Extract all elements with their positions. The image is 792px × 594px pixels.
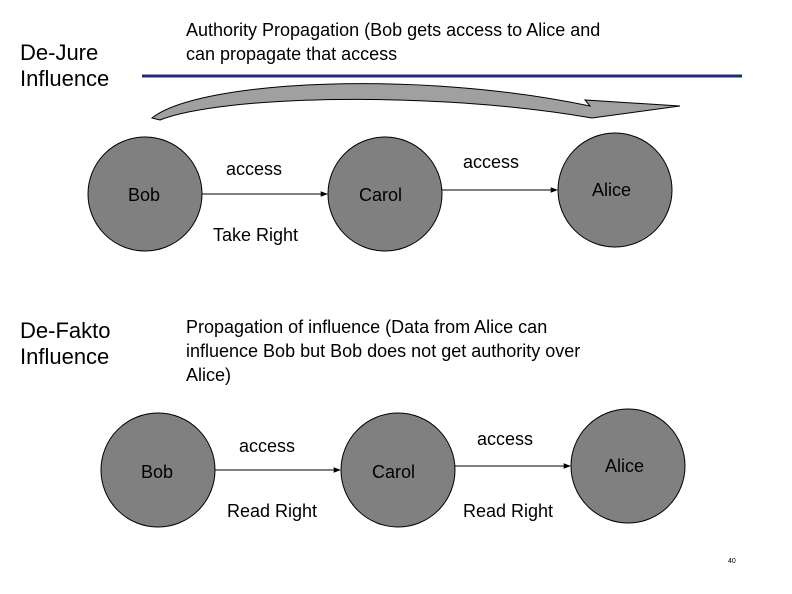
dejure-heading-line1: De-Jure — [20, 40, 99, 65]
dejure-node-bob-label: Bob — [128, 185, 161, 205]
defakto-heading-line2: Influence — [20, 344, 110, 369]
defakto-edge-bob-carol-label: access — [239, 436, 296, 456]
dejure-caption: Authority Propagation (Bob gets access t… — [186, 18, 600, 66]
dejure-edge-bob-carol-label: access — [226, 159, 283, 179]
dejure-node-carol-label: Carol — [359, 185, 403, 205]
defakto-caption-line2: influence Bob but Bob does not get autho… — [186, 341, 581, 361]
dejure-caption-line1: Authority Propagation (Bob gets access t… — [186, 20, 601, 40]
dejure-node-carol — [327, 136, 443, 252]
defakto-caption-line1: Propagation of influence (Data from Alic… — [186, 317, 548, 337]
dejure-node-alice — [557, 132, 673, 248]
page-number: 40 — [728, 558, 736, 565]
defakto-node-carol-label: Carol — [372, 462, 416, 482]
dejure-heading-line2: Influence — [20, 66, 110, 91]
dejure-caption-line2: can propagate that access — [186, 44, 398, 64]
defakto-node-alice-label: Alice — [605, 456, 645, 476]
dejure-edge-carol-alice-label: access — [463, 152, 520, 172]
defakto-caption: Propagation of influence (Data from Alic… — [186, 315, 580, 387]
defakto-node-alice — [570, 408, 686, 524]
defakto-node-carol — [340, 412, 456, 528]
defakto-caption-line3: Alice) — [186, 365, 232, 385]
authority-propagation-arrow — [150, 83, 681, 121]
defakto-edge-carol-alice-label: access — [477, 429, 534, 449]
defakto-heading-line1: De-Fakto — [20, 318, 111, 343]
defakto-edge-read-right-label-1: Read Right — [227, 501, 318, 521]
dejure-node-alice-label: Alice — [592, 180, 632, 200]
defakto-heading: De-Fakto Influence — [20, 318, 110, 370]
defakto-node-bob-label: Bob — [141, 462, 174, 482]
dejure-heading: De-Jure Influence — [20, 40, 109, 92]
defakto-edge-read-right-label-2: Read Right — [463, 501, 554, 521]
dejure-edge-take-right-label: Take Right — [213, 225, 299, 245]
